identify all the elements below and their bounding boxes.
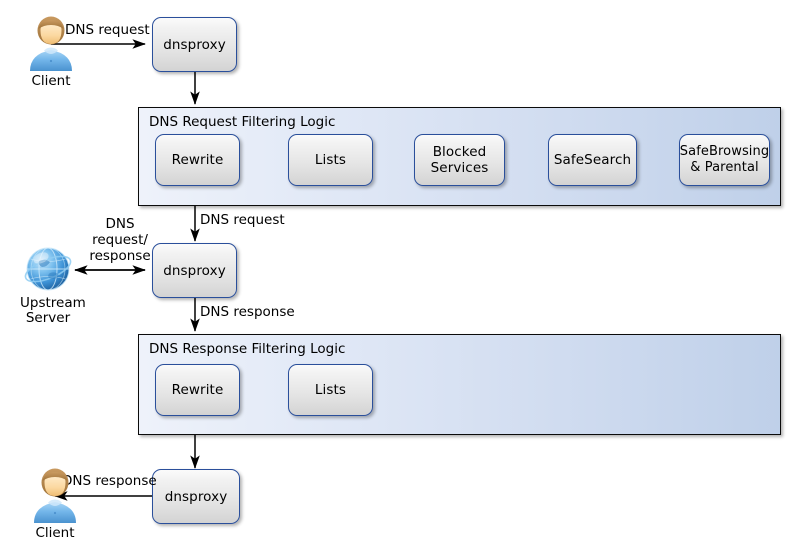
edge-label-proxy-to-response-filter: DNS response xyxy=(200,304,295,320)
request-panel-title: DNS Request Filtering Logic xyxy=(149,114,336,130)
person-icon xyxy=(34,468,76,523)
upstream-label-line2: request/ xyxy=(92,232,148,248)
edge-label-upstream: DNS request/ response xyxy=(77,216,163,264)
person-icon xyxy=(30,16,72,71)
stage-blocked-services-line2: Services xyxy=(430,160,489,176)
stage-rewrite-request[interactable]: Rewrite xyxy=(155,134,240,186)
dnsproxy-bottom-label: dnsproxy xyxy=(164,488,228,505)
response-panel-title: DNS Response Filtering Logic xyxy=(149,341,346,357)
dns-response-filtering-panel: DNS Response Filtering Logic xyxy=(138,334,781,435)
stage-rewrite-request-label: Rewrite xyxy=(171,152,224,168)
upstream-label-line1: DNS xyxy=(105,216,135,232)
stage-lists-response[interactable]: Lists xyxy=(288,364,373,416)
dnsproxy-middle-label: dnsproxy xyxy=(163,262,226,279)
actor-client-top: Client xyxy=(20,14,82,89)
dnsproxy-bottom-box[interactable]: dnsproxy xyxy=(152,469,240,524)
stage-rewrite-response-label: Rewrite xyxy=(171,382,224,398)
upstream-label-line3: response xyxy=(89,248,151,264)
edge-label-proxy-to-client: DNS response xyxy=(62,473,157,489)
edge-label-proxy-to-request-filter: DNS request xyxy=(200,212,285,228)
stage-lists-response-label: Lists xyxy=(314,382,347,398)
stage-safebrowsing-parental-label: SafeBrowsing & Parental xyxy=(680,144,769,176)
actor-caption: Client xyxy=(31,73,71,89)
dnsproxy-top-label: dnsproxy xyxy=(163,36,226,53)
stage-blocked-services-label: Blocked Services xyxy=(431,144,489,176)
actor-caption: Client xyxy=(35,525,75,541)
globe-icon xyxy=(24,247,72,291)
dnsproxy-top-box[interactable]: dnsproxy xyxy=(152,17,237,72)
stage-safesearch-label: SafeSearch xyxy=(553,152,632,168)
actor-client-bottom: Client xyxy=(24,466,86,541)
actor-upstream-server: Upstream Server xyxy=(20,243,86,326)
stage-safebrowsing-line1: SafeBrowsing xyxy=(679,144,770,159)
stage-lists-request-label: Lists xyxy=(314,152,347,168)
upstream-caption-line2: Server xyxy=(25,310,71,326)
upstream-caption-line1: Upstream xyxy=(20,295,86,311)
actor-caption: Upstream Server xyxy=(20,296,86,326)
dnsproxy-middle-box[interactable]: dnsproxy xyxy=(152,243,237,298)
stage-safebrowsing-parental[interactable]: SafeBrowsing & Parental xyxy=(679,134,770,186)
stage-blocked-services[interactable]: Blocked Services xyxy=(414,134,505,186)
stage-safesearch[interactable]: SafeSearch xyxy=(548,134,637,186)
stage-lists-request[interactable]: Lists xyxy=(288,134,373,186)
stage-rewrite-response[interactable]: Rewrite xyxy=(155,364,240,416)
stage-blocked-services-line1: Blocked xyxy=(432,144,487,160)
edge-label-client-to-proxy: DNS request xyxy=(65,22,150,38)
stage-safebrowsing-line2: & Parental xyxy=(690,160,759,175)
